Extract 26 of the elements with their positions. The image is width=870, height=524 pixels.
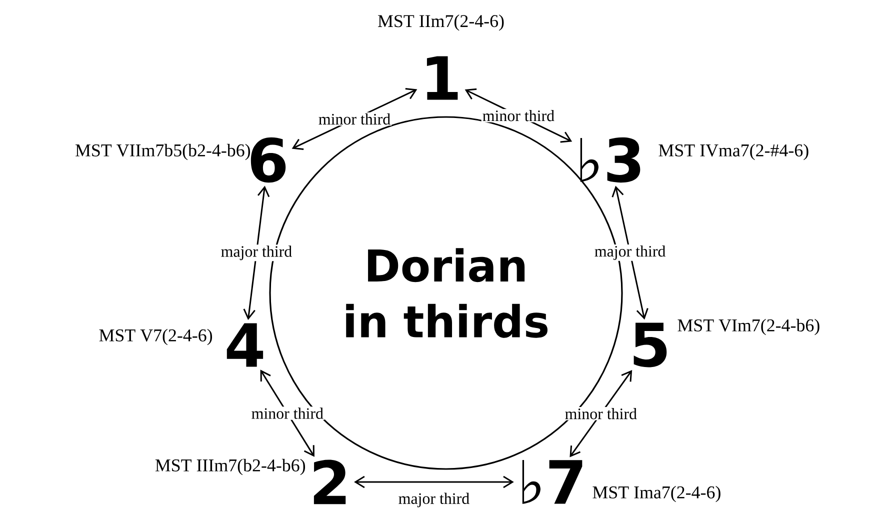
arrow: [612, 186, 648, 320]
scale-degree: 4: [226, 323, 264, 367]
scale-degree: 5: [634, 322, 667, 368]
edge-label: minor third: [481, 108, 556, 122]
arrow: [260, 370, 314, 457]
chord-label: MST VIm7(2-4-b6): [678, 318, 820, 336]
arrow: [570, 370, 632, 458]
edge-label: minor third: [250, 406, 324, 420]
arrow: [354, 476, 514, 488]
arrow: [243, 186, 270, 320]
chord-label: MST IIm7(2-4-6): [378, 14, 504, 31]
scale-degree: 1: [426, 56, 458, 100]
scale-degree: 2: [314, 460, 346, 504]
scale-degree: 6: [250, 137, 286, 183]
scale-degree: ♭7: [522, 460, 582, 504]
edge-label: major third: [397, 492, 471, 508]
edge-label: major third: [220, 244, 294, 262]
chord-label: MST IIIm7(b2-4-b6): [155, 458, 306, 476]
chord-label: MST Ima7(2-4-6): [592, 486, 720, 502]
edge-label: minor third: [317, 112, 392, 126]
chord-label: MST V7(2-4-6): [99, 328, 212, 346]
edge-label: minor third: [564, 407, 638, 420]
scale-degree: ♭3: [580, 137, 640, 183]
chord-label: MST IVma7(2-#4-6): [658, 144, 808, 160]
edge-label: major third: [593, 244, 667, 261]
chord-label: MST VIIm7b5(b2-4-b6): [76, 144, 250, 160]
